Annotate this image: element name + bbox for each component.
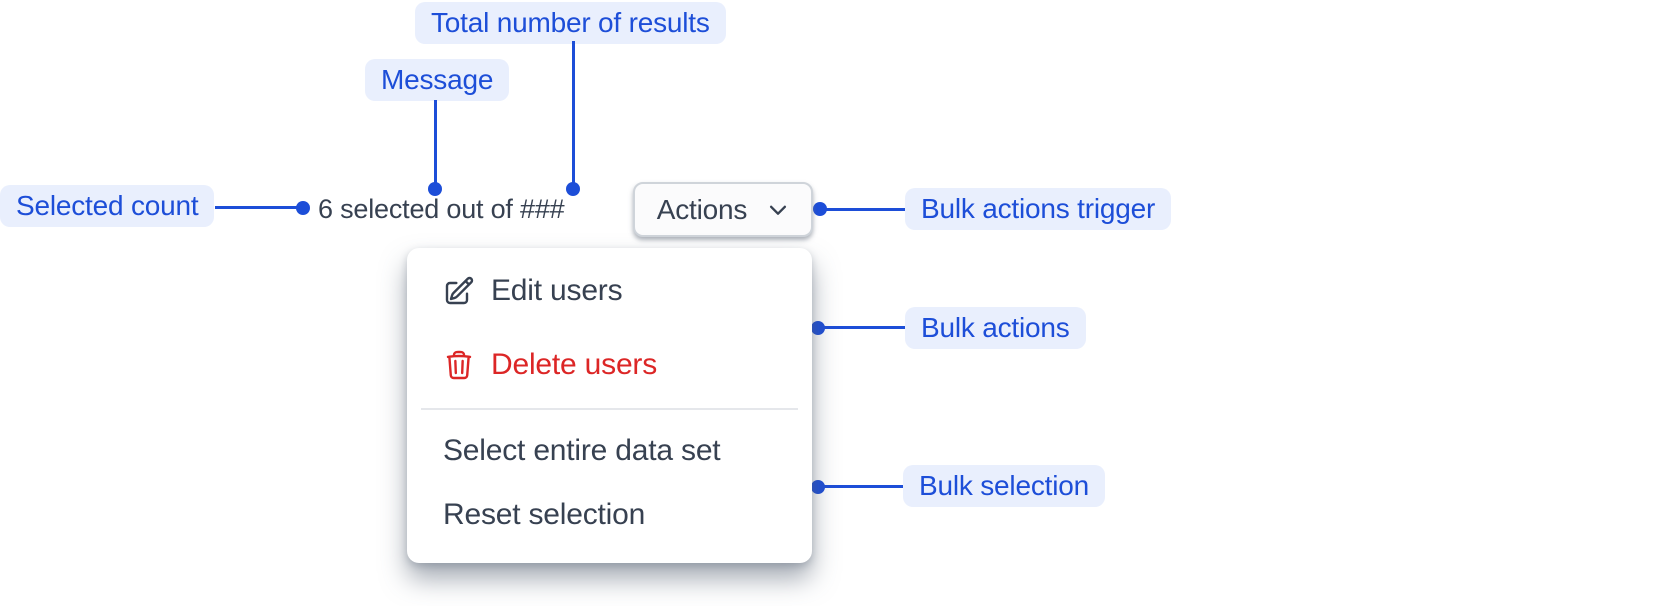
bulk-actions-trigger-button[interactable]: Actions xyxy=(633,182,813,237)
menu-item-delete-users[interactable]: Delete users xyxy=(407,328,812,402)
callout-bulk-actions: Bulk actions xyxy=(905,307,1086,349)
menu-item-select-entire-data-set[interactable]: Select entire data set xyxy=(407,420,812,482)
connector-line-message xyxy=(434,100,437,189)
menu-item-reset-selection[interactable]: Reset selection xyxy=(407,482,812,548)
connector-line-bulk-selection xyxy=(824,485,903,488)
callout-selected-count: Selected count xyxy=(0,185,215,227)
chevron-down-icon xyxy=(767,199,789,221)
connector-dot-total-results xyxy=(566,182,580,196)
connector-dot-bulk-selection xyxy=(811,480,825,494)
connector-dot-bulk-actions-trigger xyxy=(813,202,827,216)
connector-line-total-results xyxy=(572,41,575,189)
bulk-actions-menu: Edit users Delete users Select entire da… xyxy=(407,248,812,563)
callout-bulk-selection: Bulk selection xyxy=(903,465,1105,507)
menu-item-label: Select entire data set xyxy=(443,434,721,467)
selection-message: 6 selected out of ### xyxy=(318,194,565,224)
menu-item-label: Edit users xyxy=(491,274,623,307)
connector-dot-message xyxy=(428,182,442,196)
callout-bulk-actions-trigger: Bulk actions trigger xyxy=(905,188,1172,230)
connector-line-bulk-actions xyxy=(824,326,905,329)
connector-dot-selected-count xyxy=(296,201,310,215)
menu-divider xyxy=(421,408,798,410)
callout-total-results: Total number of results xyxy=(415,2,726,44)
menu-item-label: Reset selection xyxy=(443,498,646,531)
trash-icon xyxy=(443,349,475,381)
callout-message: Message xyxy=(365,59,510,101)
menu-item-label: Delete users xyxy=(491,348,658,381)
pencil-square-icon xyxy=(443,275,475,307)
connector-line-selected-count xyxy=(215,206,303,209)
menu-item-edit-users[interactable]: Edit users xyxy=(407,254,812,328)
bulk-actions-trigger-label: Actions xyxy=(656,193,748,225)
connector-dot-bulk-actions xyxy=(811,321,825,335)
connector-line-bulk-actions-trigger xyxy=(826,208,905,211)
